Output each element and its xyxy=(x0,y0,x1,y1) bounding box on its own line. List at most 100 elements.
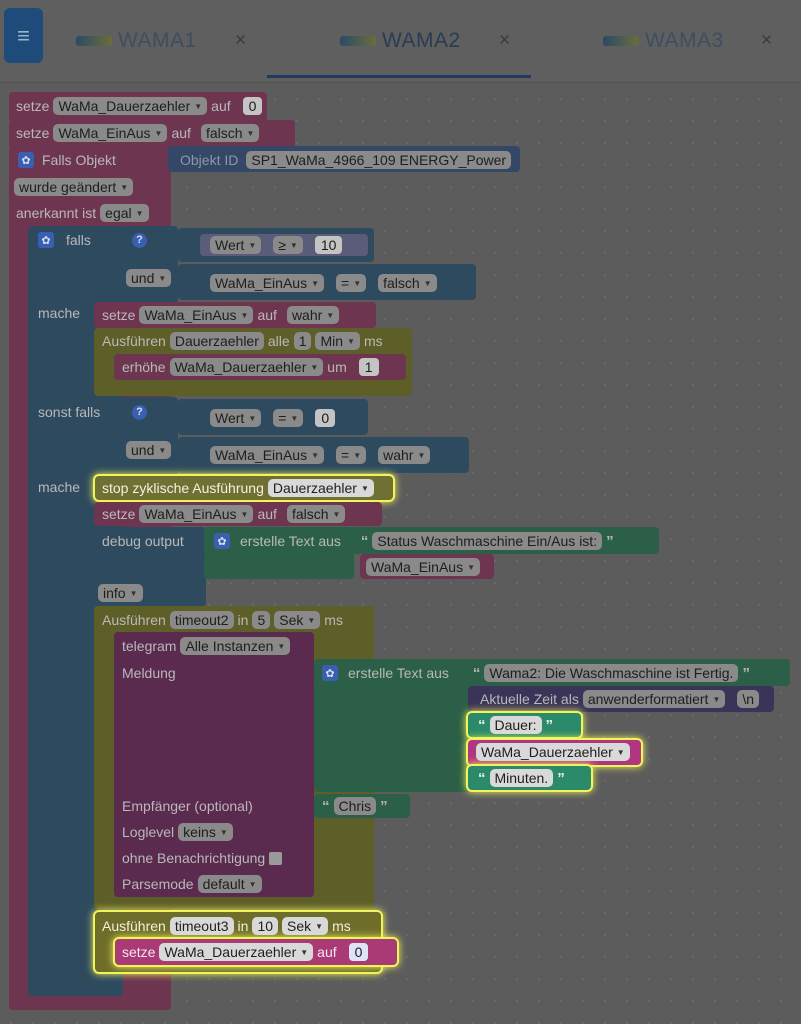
boolean-dropdown[interactable]: falsch▼ xyxy=(378,274,437,292)
und-dropdown[interactable]: und▼ xyxy=(126,441,172,459)
variable-dropdown[interactable]: WaMa_EinAus▼ xyxy=(210,446,324,464)
setze-label: setze xyxy=(122,944,156,960)
dropdown-arrow-icon: ▼ xyxy=(277,641,286,651)
ohne-benachrichtigung-checkbox[interactable] xyxy=(269,851,283,865)
help-icon[interactable]: ? xyxy=(132,232,147,248)
instance-dropdown[interactable]: Alle Instanzen▼ xyxy=(180,637,291,655)
newline-field[interactable]: \n xyxy=(737,690,760,708)
text-field[interactable]: Minuten. xyxy=(489,769,554,787)
operator-dropdown[interactable]: =▼ xyxy=(336,446,367,464)
boolean-dropdown[interactable]: wahr▼ xyxy=(378,446,431,464)
und-dropdown[interactable]: und▼ xyxy=(126,269,172,287)
operator-dropdown[interactable]: ≥▼ xyxy=(273,236,303,254)
close-icon[interactable]: × xyxy=(761,30,773,51)
boolean-dropdown[interactable]: falsch▼ xyxy=(200,124,260,142)
gear-icon[interactable]: ✿ xyxy=(214,533,230,549)
open-quote-icon: “ xyxy=(478,716,486,734)
variable-dropdown[interactable]: WaMa_Dauerzaehler▼ xyxy=(169,358,324,376)
boolean-dropdown[interactable]: wahr▼ xyxy=(286,306,340,324)
dropdown-arrow-icon: ▼ xyxy=(290,413,299,423)
variable-name: WaMa_Dauerzaehler xyxy=(164,944,297,960)
tab-wama3[interactable]: WAMA3 xyxy=(603,26,724,56)
operator-value: = xyxy=(341,275,350,291)
boolean-value: falsch xyxy=(205,125,243,141)
text-field[interactable]: Status Waschmaschine Ein/Aus ist: xyxy=(372,532,603,550)
variable-name: WaMa_Dauerzaehler xyxy=(58,98,191,114)
variable-dropdown[interactable]: WaMa_EinAus▼ xyxy=(139,505,254,523)
variable-dropdown[interactable]: WaMa_Dauerzaehler▼ xyxy=(476,743,630,761)
timer-dropdown[interactable]: Dauerzaehler▼ xyxy=(267,479,374,497)
tab-label: WAMA2 xyxy=(382,29,461,52)
timer-name-field[interactable]: Dauerzaehler xyxy=(169,332,264,350)
falls-block-edge xyxy=(120,226,178,304)
dropdown-arrow-icon: ▼ xyxy=(712,694,721,704)
anerkannt-dropdown[interactable]: egal▼ xyxy=(100,204,149,222)
variable-dropdown[interactable]: WaMa_EinAus▼ xyxy=(53,124,168,142)
text-field[interactable]: Chris xyxy=(333,797,377,815)
tab-wama1[interactable]: WAMA1 xyxy=(76,26,197,56)
erstelle-text-label: erstelle Text aus xyxy=(348,665,449,681)
dropdown-arrow-icon: ▼ xyxy=(423,278,432,288)
erstelle-text-label: erstelle Text aus xyxy=(240,533,341,549)
number-field[interactable]: 10 xyxy=(314,236,343,254)
operator-dropdown[interactable]: =▼ xyxy=(336,274,367,292)
dropdown-arrow-icon: ▼ xyxy=(129,588,138,598)
variable-dropdown[interactable]: WaMa_Dauerzaehler▼ xyxy=(53,97,208,115)
und-value: und xyxy=(131,270,155,286)
script-logo-icon xyxy=(603,36,639,46)
dropdown-arrow-icon: ▼ xyxy=(467,562,475,572)
boolean-dropdown[interactable]: falsch▼ xyxy=(286,505,346,523)
variable-dropdown[interactable]: WaMa_EinAus▼ xyxy=(139,306,254,324)
gear-icon[interactable]: ✿ xyxy=(38,232,54,248)
dropdown-arrow-icon: ▼ xyxy=(353,450,362,460)
variable-dropdown[interactable]: WaMa_EinAus▼ xyxy=(210,274,324,292)
variable-dropdown[interactable]: Wert▼ xyxy=(210,236,262,254)
parsemode-dropdown[interactable]: default▼ xyxy=(197,875,262,893)
number-field[interactable]: 0 xyxy=(315,409,336,427)
close-icon[interactable]: × xyxy=(499,30,511,51)
unit-dropdown[interactable]: Sek▼ xyxy=(274,611,321,629)
text-field[interactable]: Wama2: Die Waschmaschine ist Fertig. xyxy=(484,664,739,682)
number-field[interactable]: 0 xyxy=(242,97,263,115)
menu-button[interactable]: ≡ xyxy=(4,8,43,63)
timer-name-field[interactable]: timeout2 xyxy=(169,611,234,629)
compare-block[interactable] xyxy=(178,399,368,435)
close-quote-icon: ” xyxy=(742,664,750,682)
gear-icon[interactable]: ✿ xyxy=(322,665,338,681)
text-field[interactable]: Dauer: xyxy=(489,716,542,734)
timer-name-field[interactable]: timeout3 xyxy=(169,917,234,935)
interval-field[interactable]: 5 xyxy=(252,611,271,629)
number-field[interactable]: 1 xyxy=(358,358,379,376)
objekt-id-field[interactable]: SP1_WaMa_4966_109 ENERGY_Power xyxy=(246,151,512,169)
erstelle-text-inner xyxy=(204,552,354,579)
interval-field[interactable]: 1 xyxy=(293,332,312,350)
help-icon[interactable]: ? xyxy=(132,404,147,420)
variable-dropdown[interactable]: WaMa_EinAus▼ xyxy=(366,558,480,576)
close-icon[interactable]: × xyxy=(235,30,247,51)
loglevel-dropdown[interactable]: keins▼ xyxy=(178,823,233,841)
zeit-format-dropdown[interactable]: anwenderformatiert▼ xyxy=(582,690,726,708)
auf-label: auf xyxy=(257,506,277,522)
variable-name: Wert xyxy=(215,237,245,253)
dropdown-arrow-icon: ▼ xyxy=(120,182,129,192)
variable-dropdown[interactable]: Wert▼ xyxy=(210,409,262,427)
unit-value: Min xyxy=(320,333,344,349)
log-level-dropdown[interactable]: info▼ xyxy=(98,584,143,602)
variable-dropdown[interactable]: WaMa_Dauerzaehler▼ xyxy=(159,943,314,961)
tab-label: WAMA3 xyxy=(645,29,724,52)
number-field[interactable]: 0 xyxy=(348,943,369,961)
interval-field[interactable]: 10 xyxy=(252,917,279,935)
unit-dropdown[interactable]: Sek▼ xyxy=(282,917,329,935)
sonst-falls-label: sonst falls xyxy=(38,404,101,420)
gear-icon[interactable]: ✿ xyxy=(18,152,34,168)
hamburger-icon: ≡ xyxy=(17,22,30,48)
zeit-label: Aktuelle Zeit als xyxy=(480,691,579,707)
operator-dropdown[interactable]: =▼ xyxy=(273,409,304,427)
setze-label: setze xyxy=(102,506,136,522)
unit-dropdown[interactable]: Min▼ xyxy=(315,332,360,350)
trigger-dropdown[interactable]: wurde geändert▼ xyxy=(14,178,134,196)
tab-wama2[interactable]: WAMA2 xyxy=(340,26,461,56)
dropdown-arrow-icon: ▼ xyxy=(289,240,298,250)
falls-objekt-label: Falls Objekt xyxy=(42,152,116,168)
setze-label: setze xyxy=(16,98,50,114)
